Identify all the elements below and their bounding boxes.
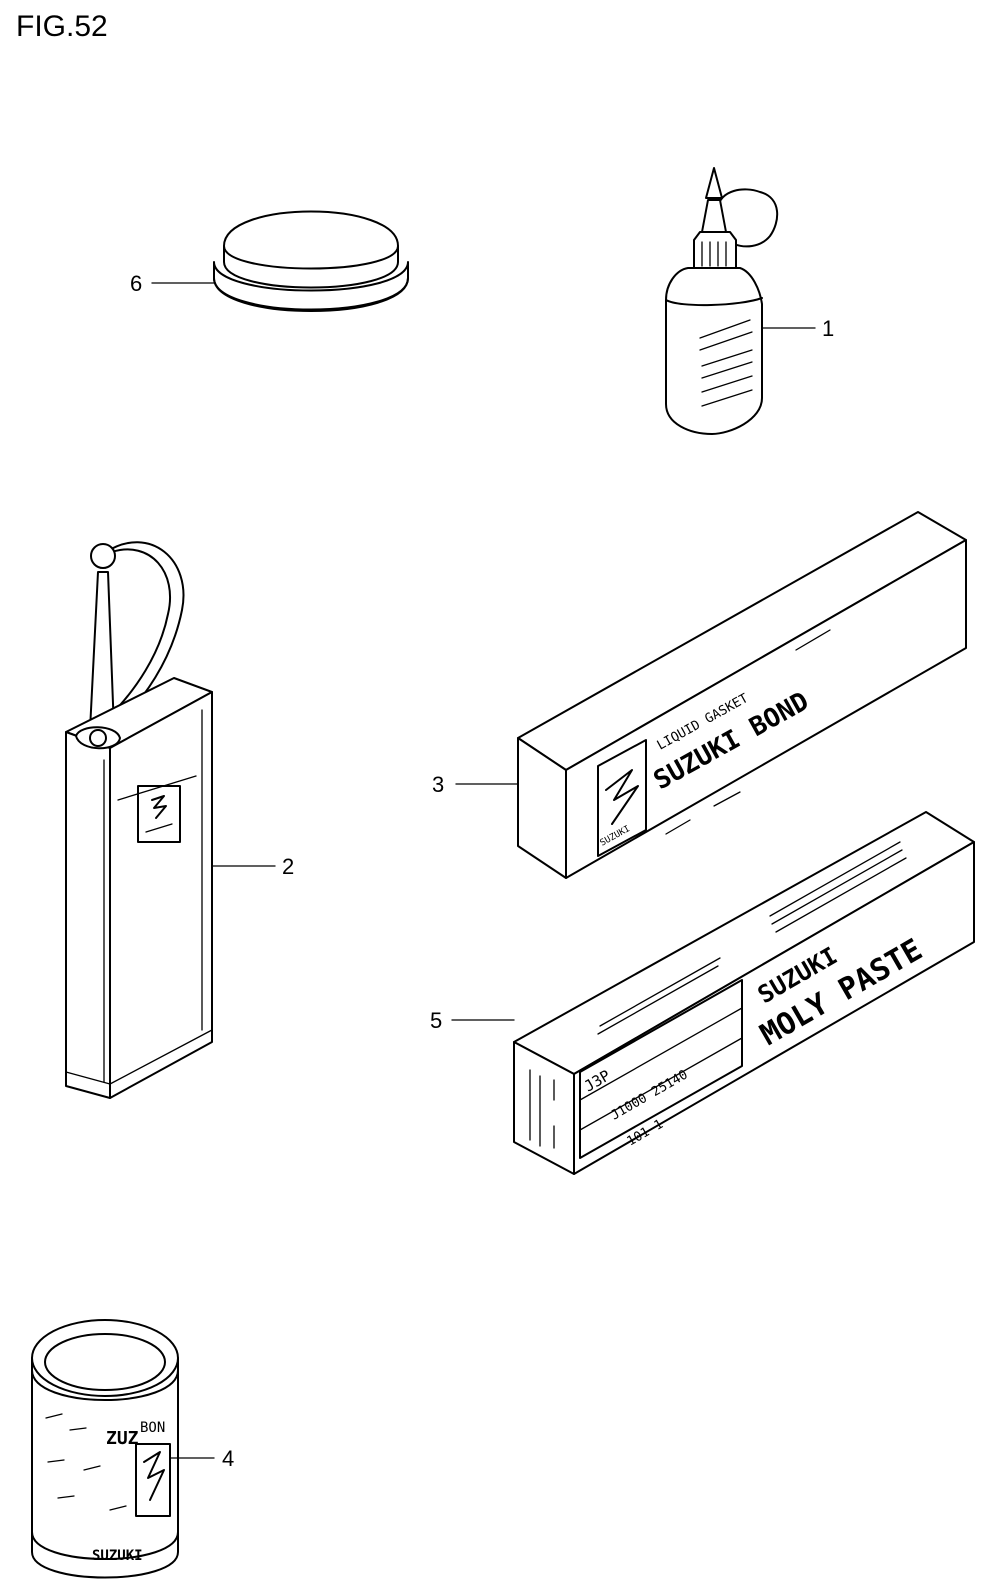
figure-title: FIG.52 (16, 10, 108, 43)
callout-1: 1 (822, 316, 834, 341)
can-text-3: SUZUKI (92, 1548, 143, 1564)
callout-2: 2 (282, 854, 294, 879)
callout-3: 3 (432, 772, 444, 797)
part-3-suzuki-bond-box: LIQUID GASKET SUZUKI BOND SUZUKI (517, 511, 967, 879)
can-text-1: BON (140, 1420, 165, 1436)
part-4-grease-can: BON ZUZ SUZUKI (31, 1319, 179, 1579)
callout-4: 4 (222, 1446, 234, 1471)
callout-5: 5 (430, 1008, 442, 1033)
can-text-2: ZUZ (106, 1428, 139, 1449)
part-6-grease-cap (213, 210, 409, 312)
part-2-oil-can (65, 541, 213, 1099)
part-1-oil-bottle (665, 167, 779, 435)
callout-6: 6 (130, 271, 142, 296)
part-5-moly-paste-box: J3P J1000 25140 101 1 SUZUKI MOLY PASTE (513, 811, 975, 1175)
